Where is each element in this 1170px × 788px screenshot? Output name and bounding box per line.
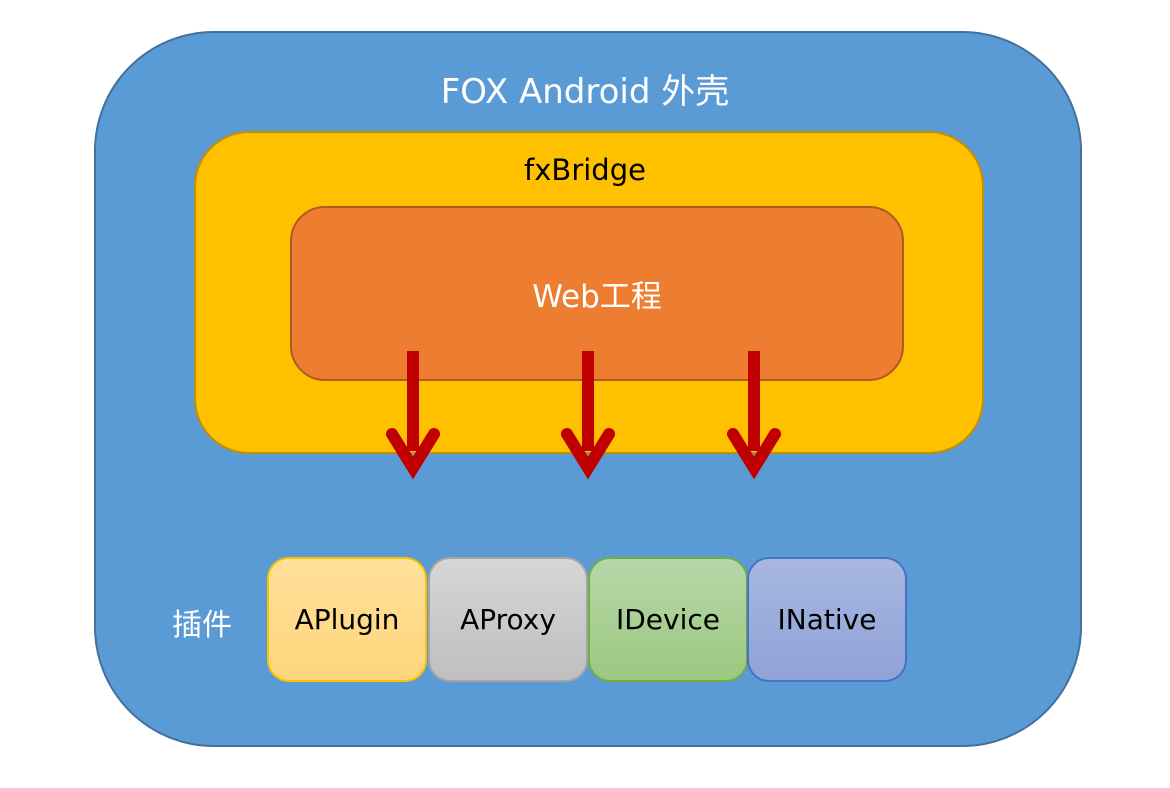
plugin-idevice: IDevice (588, 557, 748, 682)
plugin-name: AProxy (460, 603, 556, 636)
fxbridge-title: fxBridge (524, 153, 646, 187)
plugin-inative: INative (747, 557, 907, 682)
plugins-label: 插件 (172, 608, 232, 643)
web-project-box: Web工程 (290, 206, 904, 381)
plugin-aplugin: APlugin (267, 557, 427, 682)
plugin-name: APlugin (294, 603, 400, 636)
plugin-aproxy: AProxy (428, 557, 588, 682)
shell-title: FOX Android 外壳 (440, 72, 730, 112)
plugin-name: IDevice (615, 603, 720, 636)
plugin-name: INative (777, 603, 877, 636)
web-project-label: Web工程 (532, 279, 662, 315)
